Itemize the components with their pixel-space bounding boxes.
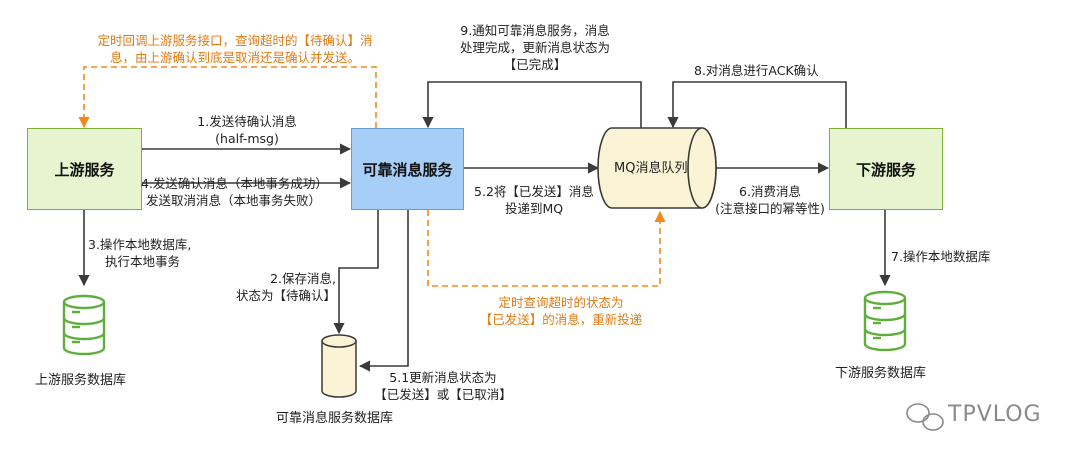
label-step3: 3.操作本地数据库, 执行本地事务 xyxy=(88,236,191,270)
node-upstream-service: 上游服务 xyxy=(27,128,142,210)
label-line: 【已发送】或【已取消】 xyxy=(374,387,512,402)
label-line: 5.1更新消息状态为 xyxy=(389,370,497,385)
dashed-arrow-redeliver xyxy=(427,210,666,287)
label-redeliver: 定时查询超时的状态为 【已发送】的消息，重新投递 xyxy=(466,294,656,328)
arrow-step51 xyxy=(358,210,409,372)
label-line: 息，由上游确认到底是取消还是确认并发送。 xyxy=(109,50,360,65)
label-line: 4.发送确认消息（本地事务成功） xyxy=(141,176,328,191)
label-line: 2.保存消息, xyxy=(270,271,336,286)
label-line: (half-msg) xyxy=(215,131,279,146)
label-step52: 5.2将【已发送】消息 投递到MQ xyxy=(464,183,604,217)
node-mq-label: MQ消息队列 xyxy=(614,161,688,176)
caption-reliable-db: 可靠消息服务数据库 xyxy=(276,411,394,426)
caption-upstream-db: 上游服务数据库 xyxy=(35,373,127,388)
label-line: 6.消费消息 xyxy=(739,184,801,199)
label-step4: 4.发送确认消息（本地事务成功） 发送取消消息（本地事务失败） xyxy=(141,175,328,209)
arrow-step9 xyxy=(422,81,642,129)
label-line: 定时回调上游服务接口，查询超时的【待确认】消 xyxy=(97,33,373,48)
label-step6: 6.消费消息 (注意接口的幂等性) xyxy=(700,183,840,217)
dashed-arrow-callback xyxy=(78,66,377,129)
label-step51: 5.1更新消息状态为 【已发送】或【已取消】 xyxy=(368,369,518,403)
node-label: 上游服务 xyxy=(54,160,115,179)
upstream-db-icon xyxy=(62,294,106,356)
label-line: 【已完成】 xyxy=(503,57,567,72)
label-step9: 9.通知可靠消息服务，消息 处理完成，更新消息状态为 【已完成】 xyxy=(440,22,630,73)
label-line: 定时查询超时的状态为 xyxy=(498,295,624,310)
label-callback: 定时回调上游服务接口，查询超时的【待确认】消 息，由上游确认到底是取消还是确认并… xyxy=(80,32,390,66)
arrow-step8 xyxy=(667,81,847,129)
label-step8: 8.对消息进行ACK确认 xyxy=(694,63,819,78)
label-line: (注意接口的幂等性) xyxy=(715,201,825,216)
label-line: 9.通知可靠消息服务，消息 xyxy=(460,23,610,38)
reliable-db-cylinder xyxy=(321,334,357,398)
label-line: 【已发送】的消息，重新投递 xyxy=(479,312,643,327)
label-line: 5.2将【已发送】消息 xyxy=(474,184,594,199)
label-line: 投递到MQ xyxy=(504,201,564,216)
label-step2: 2.保存消息, 状态为【待确认】 xyxy=(226,270,336,304)
label-line: 执行本地事务 xyxy=(105,254,181,269)
label-line: 发送取消消息（本地事务失败） xyxy=(146,193,322,208)
arrow-step2 xyxy=(333,210,379,335)
node-label: 可靠消息服务 xyxy=(362,160,453,179)
label-line: 3.操作本地数据库, xyxy=(88,237,192,252)
watermark-text: TPVLOG xyxy=(948,402,1042,427)
label-step1: 1.发送待确认消息 (half-msg) xyxy=(172,113,322,147)
label-line: 状态为【待确认】 xyxy=(235,288,336,303)
mq-cylinder xyxy=(597,127,717,209)
label-line: 处理完成，更新消息状态为 xyxy=(459,40,610,55)
wechat-icon xyxy=(906,403,944,431)
label-step7: 7.操作本地数据库 xyxy=(891,249,991,264)
label-line: 1.发送待确认消息 xyxy=(197,114,297,129)
node-downstream-service: 下游服务 xyxy=(829,128,943,210)
downstream-db-icon xyxy=(863,290,907,352)
caption-downstream-db: 下游服务数据库 xyxy=(835,366,927,381)
node-reliable-message-service: 可靠消息服务 xyxy=(351,128,464,210)
node-label: 下游服务 xyxy=(855,160,916,179)
